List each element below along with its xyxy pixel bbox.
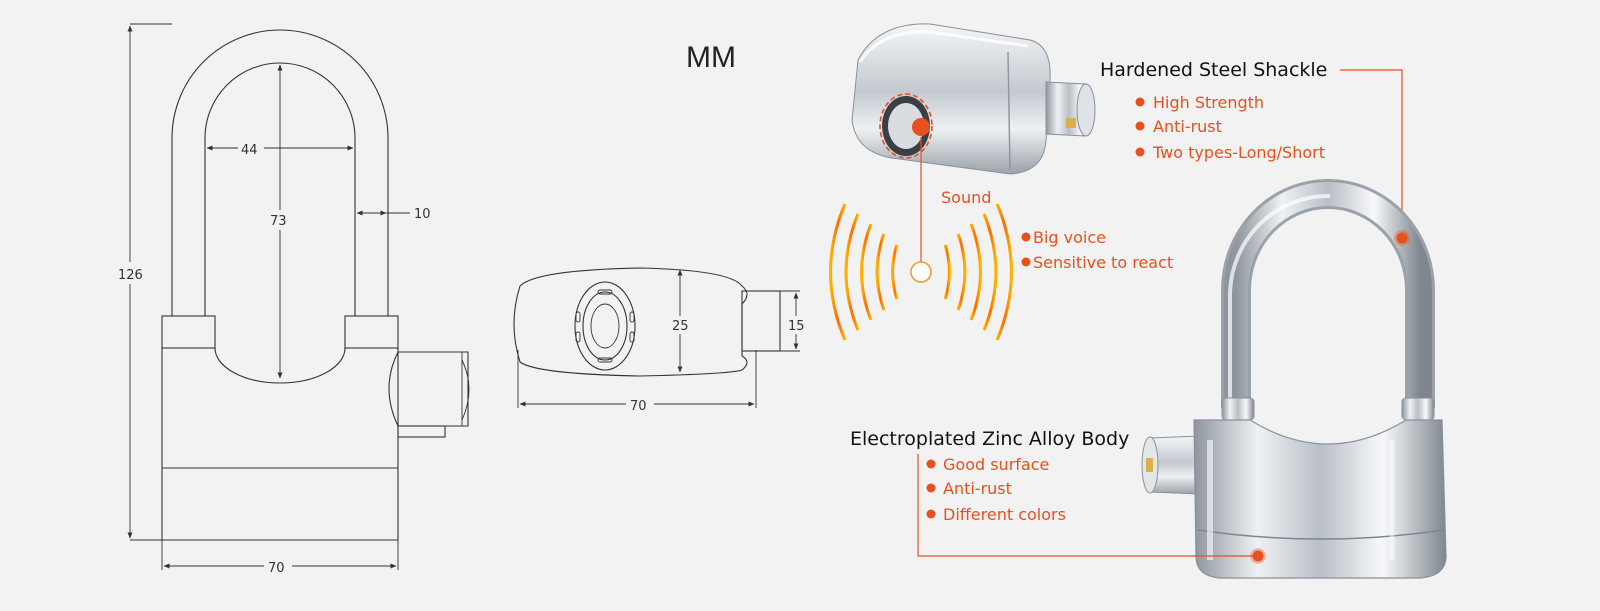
body-feature-3: Different colors [943, 505, 1066, 524]
body-feature-2: Anti-rust [943, 479, 1012, 498]
shackle-callout-line [1340, 69, 1403, 238]
alarm-speaker-photo [851, 23, 1096, 175]
total-height-label: 126 [118, 268, 143, 283]
alarm-feature-2: Sensitive to react [1033, 253, 1173, 272]
alarm-feature-1: Big voice [1033, 228, 1106, 247]
unit-label: MM [686, 41, 736, 74]
body-feature-list: Good surface Anti-rust Different colors [926, 455, 1066, 524]
length-label: 70 [630, 399, 647, 414]
inner-height-label: 73 [270, 214, 287, 229]
body-feature-1: Good surface [943, 455, 1049, 474]
shackle-feature-1: High Strength [1153, 93, 1264, 112]
sound-label: Sound [941, 188, 991, 207]
alarm-feature-list: Big voice Sensitive to react [1021, 228, 1173, 272]
sound-wave-icon [829, 203, 1013, 341]
front-view-drawing: 126 44 73 10 70 [110, 23, 470, 576]
inner-width-label: 44 [241, 143, 258, 158]
body-width-label: 70 [268, 561, 285, 576]
padlock-photo [1141, 179, 1447, 579]
body-title: Electroplated Zinc Alloy Body [850, 428, 1129, 450]
body-callout-line [917, 454, 1258, 557]
side-view-drawing: 25 15 70 [513, 267, 808, 414]
shackle-diameter-label: 10 [414, 207, 431, 222]
cylinder-diameter-label: 15 [788, 319, 805, 334]
shackle-feature-2: Anti-rust [1153, 117, 1222, 136]
shackle-feature-list: High Strength Anti-rust Two types-Long/S… [1135, 93, 1325, 162]
body-depth-label: 25 [672, 319, 689, 334]
vent-slots [575, 289, 635, 363]
shackle-feature-3: Two types-Long/Short [1152, 143, 1325, 162]
shackle-title: Hardened Steel Shackle [1100, 59, 1327, 81]
